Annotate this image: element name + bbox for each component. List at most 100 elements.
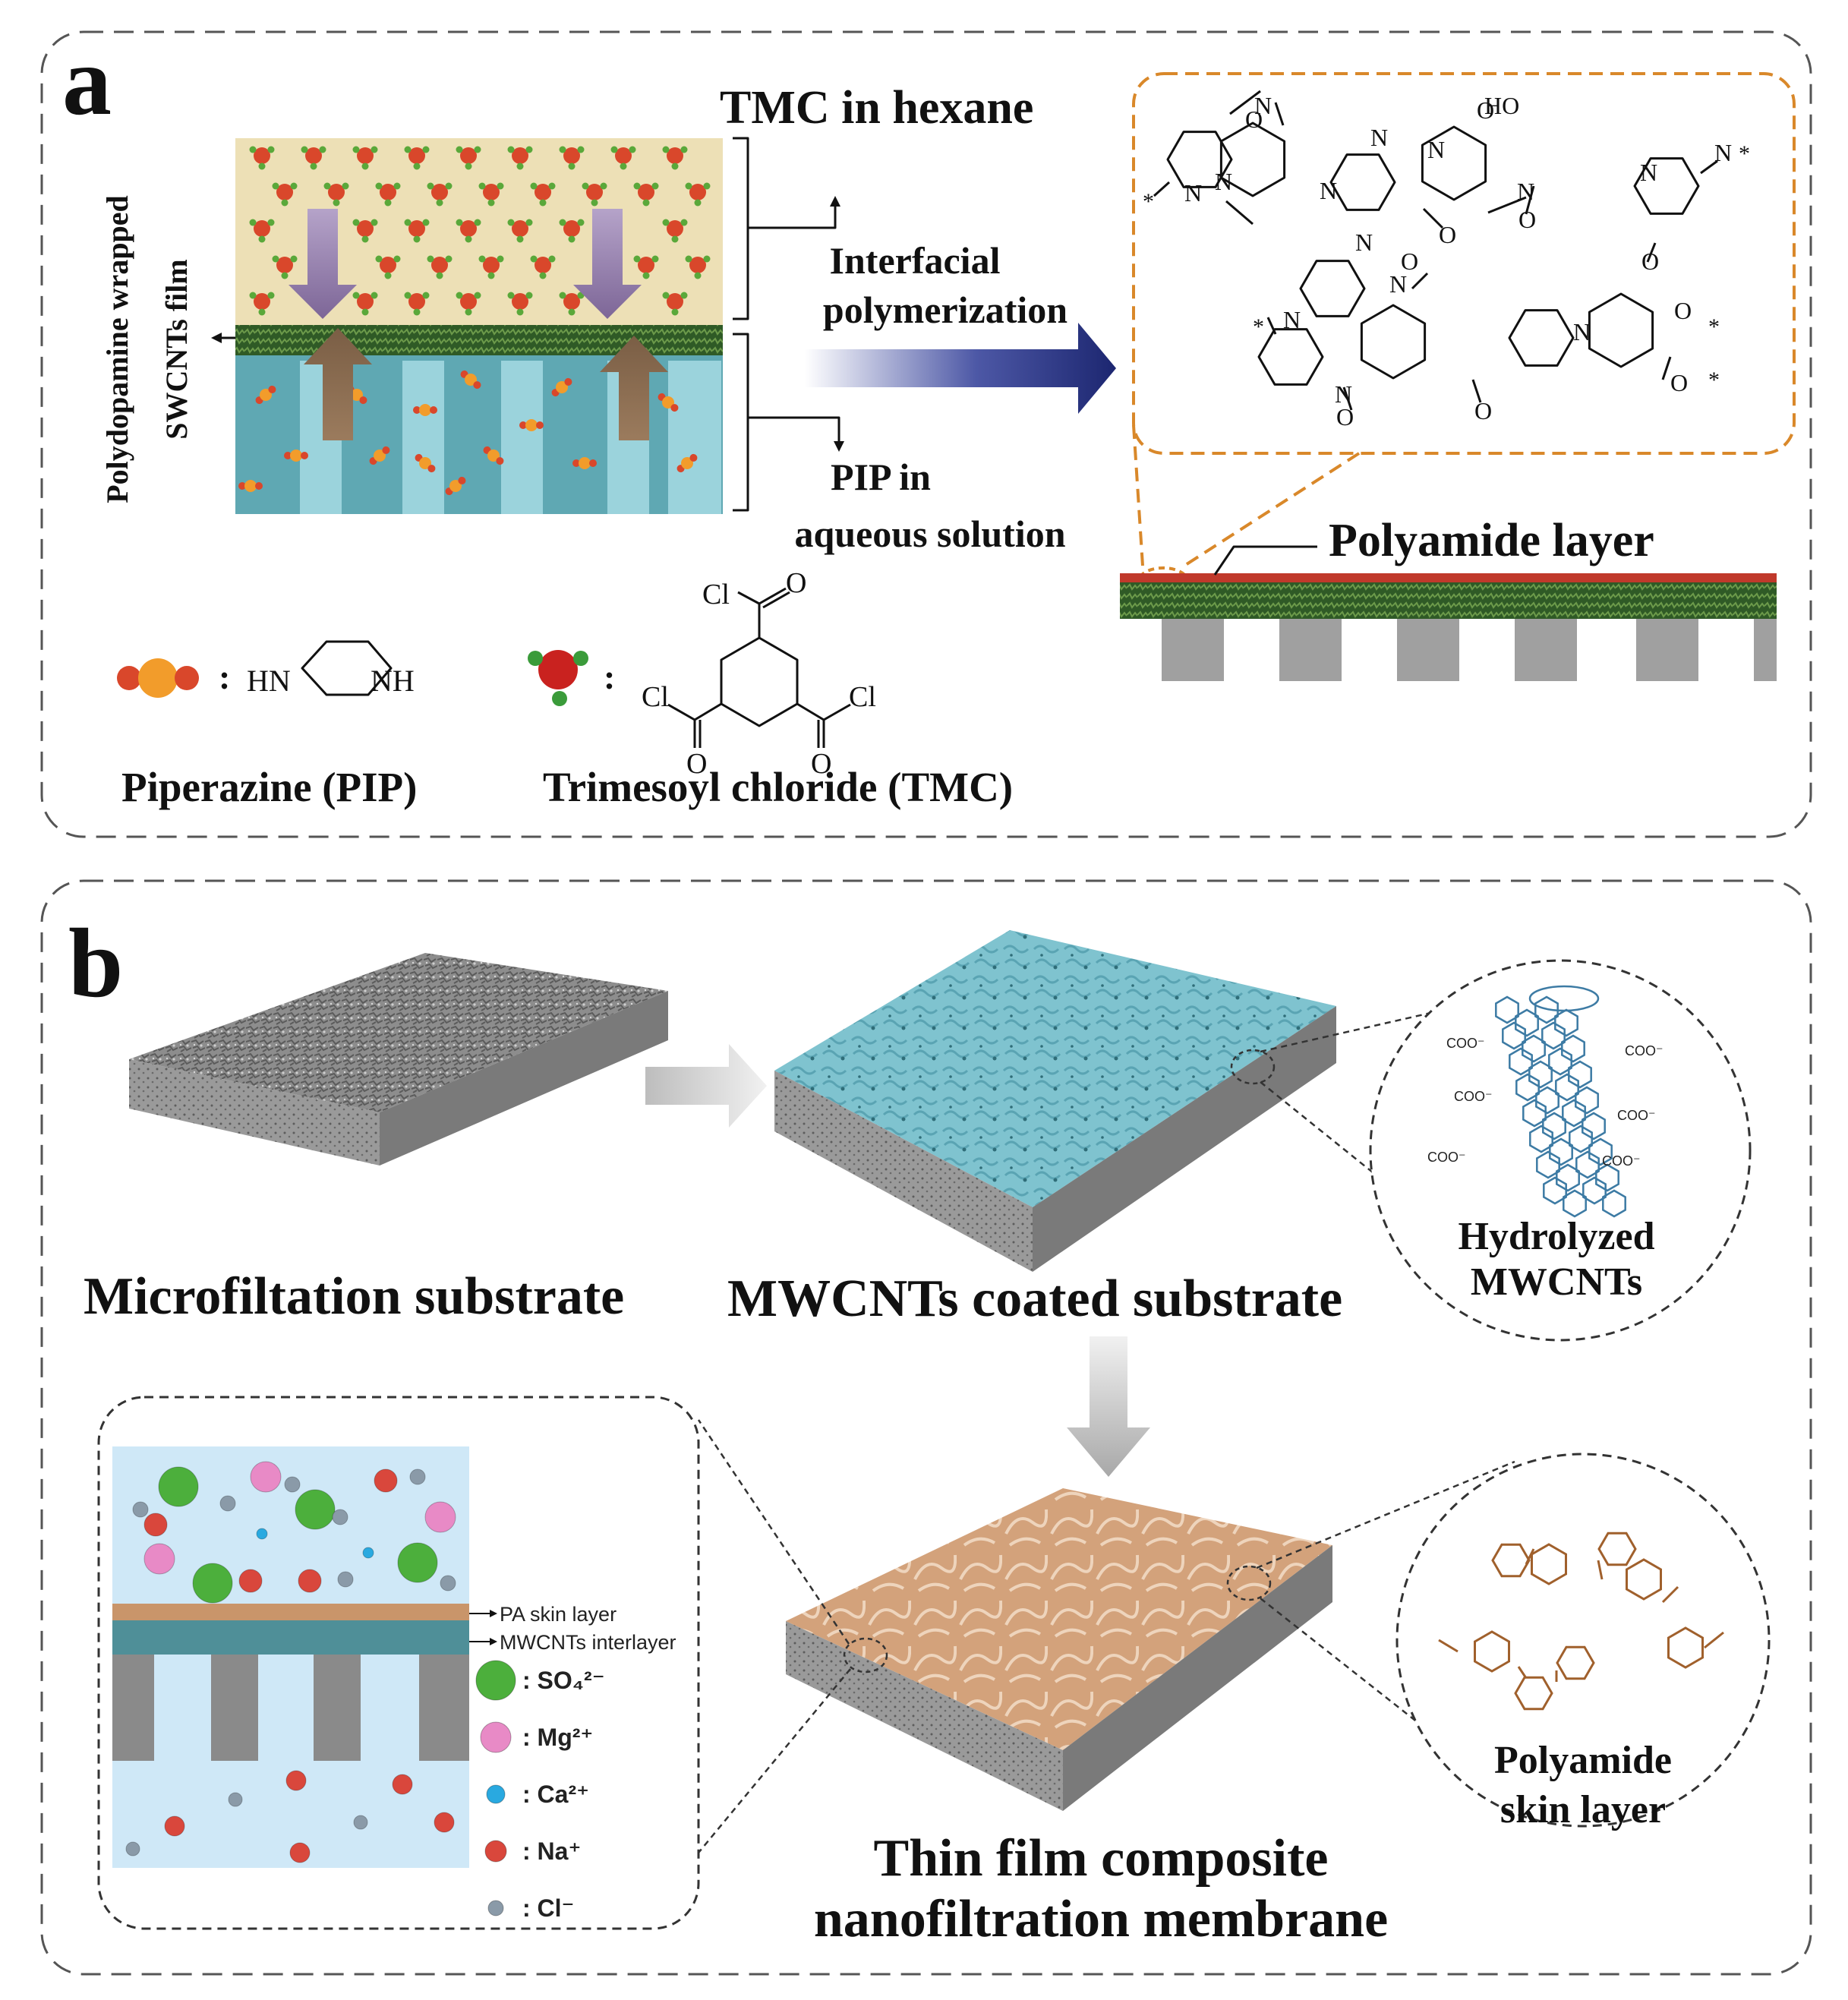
tmc-molecule [272,182,298,207]
ring [1522,1034,1546,1063]
nitrogen-atom: N [1283,306,1301,333]
nitrogen-atom: N [1389,270,1407,298]
piperazine-ring [1597,1532,1637,1566]
svg-text::: : [604,658,615,696]
aqueous-label: aqueous solution [794,513,1065,555]
ring [1549,1137,1573,1166]
pip-molecule [460,370,481,390]
carboxylate-label: COO⁻ [1625,1043,1664,1058]
ion-legend-swatch [480,1721,512,1753]
hydrolyzed-mwcnts-zoom [1369,959,1752,1342]
ion [228,1792,243,1807]
ion [337,1571,354,1588]
ring [1582,1112,1606,1140]
nanotube-end [1528,985,1600,1012]
ion [392,1774,413,1795]
microfiltration-substrate-slab [129,953,668,1166]
ion [285,1770,307,1791]
ion [125,1841,140,1856]
chain-end-star: * [1143,189,1154,214]
ring [1515,1008,1539,1037]
piperazine-ring [1299,260,1366,317]
ion [353,1815,368,1830]
bond [1471,379,1482,403]
side-label-line2: SWCNTs film [159,259,194,439]
ring [1529,1125,1553,1153]
ring [1515,1073,1540,1102]
tmc-molecule [662,146,688,170]
bond [1438,1639,1459,1653]
oxygen-atom: O [1474,397,1492,424]
bond [1266,317,1277,335]
hydrolyzed-label-1: Hydrolyzed [1458,1215,1654,1258]
tmc-molecule [662,219,688,243]
svg-text:Cl: Cl [642,681,669,713]
pip-molecules [238,370,698,496]
pip-molecule [284,450,308,462]
skin-label-2: skin layer [1500,1788,1666,1831]
ion [284,1476,301,1493]
ion [158,1466,199,1507]
interfacial-polymerization-arrow [805,323,1116,414]
legend-tmc-label: Trimesoyl chloride (TMC) [543,764,1013,810]
nitrogen-atom: N [1427,136,1445,163]
pip-molecule [519,419,544,431]
tmc-molecule [610,146,636,170]
pip-diffusion-arrow-2 [600,336,668,440]
side-label: Polydopamine wrapped SWCNTs film [100,195,194,503]
membrane-cross-section [1120,545,1777,681]
svg-text:O: O [811,748,831,780]
bond [1153,181,1171,197]
ring [1534,995,1559,1024]
tmc-hexane-label: TMC in hexane [720,82,1033,134]
ring [1474,1630,1510,1673]
tmc-molecule [530,182,556,207]
tmc-molecule [456,292,481,316]
tmc-molecule [685,182,711,207]
oxygen-atom: O [1336,403,1354,431]
polyamide-layer-label: Polyamide layer [1329,515,1654,566]
piperazine-ring [1166,131,1233,188]
tmc-molecule [456,146,481,170]
ring [1568,1060,1592,1089]
tmc-molecule [404,292,430,316]
carboxylate-label: COO⁻ [1617,1108,1656,1123]
bond [1704,1631,1724,1649]
ring [1554,1008,1578,1037]
ring [1502,1021,1526,1050]
polymerization-label: polymerization [823,289,1067,331]
ion-legend-swatch [484,1840,507,1863]
ring [1626,1558,1662,1601]
tmc-molecule [249,292,275,316]
svg-text:NH: NH [371,664,415,698]
tmc-molecules [249,146,711,316]
tmc-molecule [352,219,378,243]
tmc-molecule [559,219,585,243]
side-label-line1: Polydopamine wrapped [100,195,134,503]
svg-text:O: O [786,567,806,599]
mwcnts-coated-label: MWCNTs coated substrate [727,1270,1342,1328]
piperazine-ring [1508,309,1575,367]
tmc-molecule [633,182,659,207]
pip-molecule [415,453,436,473]
pip-molecule [413,404,437,416]
tmc-molecule [249,146,275,170]
chain-end-star: * [1739,141,1750,166]
ring [1542,1112,1566,1140]
ring [1548,1047,1572,1076]
piperazine-ring [1491,1543,1531,1578]
mwcnts-interlayer-label: MWCNTs interlayer [500,1631,676,1654]
tmc-molecule [352,146,378,170]
ring [1582,1176,1607,1205]
piperazine-ring [1633,157,1700,215]
ion [362,1547,374,1559]
oxygen-atom: O [1245,106,1263,133]
microfiltration-label: Microfiltation substrate [84,1267,624,1326]
bond [1517,1666,1528,1679]
tmc-diffusion-arrow-1 [289,209,357,319]
tmc-molecule [507,146,533,170]
ion-legend-label: : Ca²⁺ [522,1781,589,1808]
ring [1561,1034,1585,1063]
